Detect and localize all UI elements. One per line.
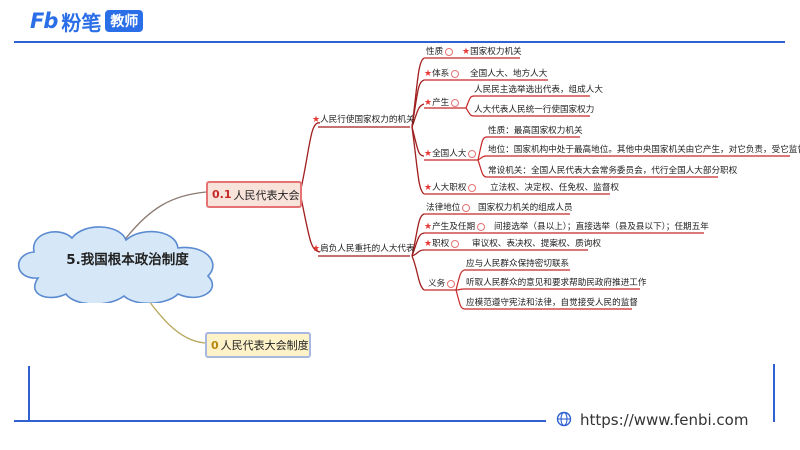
circle-icon bbox=[451, 98, 460, 107]
npc-key: ★全国人大 bbox=[424, 148, 478, 160]
npc-2: 地位：国家机构中处于最高地位。其他中央国家机关由它产生，对它负责，受它监督。 bbox=[488, 145, 800, 155]
central-title: 5.我国根本政治制度 bbox=[66, 252, 189, 268]
term-key: ★产生及任期 bbox=[424, 221, 487, 233]
connector-congress-branch-a bbox=[299, 122, 321, 194]
circle-icon bbox=[451, 69, 460, 78]
star-icon: ★ bbox=[312, 115, 321, 125]
system-value: 全国人大、地方人大 bbox=[470, 69, 548, 79]
node-system-label: 人民代表大会制度 bbox=[220, 339, 309, 352]
footer-left-rule bbox=[14, 420, 546, 422]
npc-1: 性质：最高国家权力机关 bbox=[488, 126, 583, 136]
nature-key: 性质 bbox=[426, 46, 455, 58]
legal-value: 国家权力机关的组成人员 bbox=[478, 203, 573, 213]
legal-key: 法律地位 bbox=[426, 202, 472, 214]
branch-a-label: ★人民行使国家权力的机关 bbox=[312, 115, 415, 125]
connector-congress-branch-b bbox=[299, 192, 321, 253]
circle-icon bbox=[468, 183, 477, 192]
node-congress[interactable]: 0.1 人民代表大会 bbox=[206, 181, 302, 208]
circle-icon bbox=[447, 279, 456, 288]
duty-1: 应与人民群众保持密切联系 bbox=[466, 259, 570, 269]
powers-key: ★人大职权 bbox=[424, 182, 478, 194]
star-icon: ★ bbox=[424, 98, 433, 108]
duty-key: 义务 bbox=[428, 278, 457, 290]
connector-central-congress bbox=[119, 191, 207, 247]
nature-value: ★国家权力机关 bbox=[462, 47, 522, 57]
star-icon: ★ bbox=[424, 239, 433, 249]
node-congress-label: 人民代表大会 bbox=[233, 188, 300, 202]
logo-mark: Fb bbox=[30, 9, 58, 33]
term-value: 间接选举（县以上）；直接选举（县及县以下）；任期五年 bbox=[494, 222, 709, 232]
duty-3: 应模范遵守宪法和法律，自觉接受人民的监督 bbox=[466, 298, 638, 308]
footer-url[interactable]: https://www.fenbi.com bbox=[580, 411, 749, 429]
branch-b-label: ★肩负人民重托的人大代表 bbox=[312, 244, 415, 254]
star-icon: ★ bbox=[424, 222, 433, 232]
circle-icon bbox=[477, 222, 486, 231]
star-icon: ★ bbox=[312, 244, 321, 254]
globe-icon bbox=[556, 411, 572, 427]
left-vertical-rule bbox=[28, 366, 30, 421]
right-vertical-rule bbox=[773, 364, 775, 422]
node-congress-num: 0.1 bbox=[212, 188, 232, 201]
origin-key: ★产生 bbox=[424, 97, 461, 109]
star-icon: ★ bbox=[424, 69, 433, 79]
npc-3: 常设机关：全国人民代表大会常务委员会，代行全国人大部分职权 bbox=[488, 166, 738, 176]
logo-tag: 教师 bbox=[105, 10, 144, 32]
origin-2: 人大代表人民统一行使国家权力 bbox=[474, 105, 595, 115]
origin-1: 人民民主选举选出代表，组成人大 bbox=[474, 85, 603, 95]
rights-key: ★职权 bbox=[424, 238, 461, 250]
circle-icon bbox=[462, 203, 471, 212]
circle-icon bbox=[468, 149, 477, 158]
star-icon: ★ bbox=[424, 183, 433, 193]
node-system[interactable]: 0 人民代表大会制度 bbox=[205, 332, 311, 358]
star-icon: ★ bbox=[424, 149, 433, 159]
node-system-num: 0 bbox=[211, 338, 219, 352]
header-rule bbox=[14, 41, 785, 43]
central-cloud-shape bbox=[17, 226, 214, 303]
fenbi-logo: Fb 粉笔 教师 bbox=[30, 8, 144, 35]
circle-icon bbox=[445, 47, 454, 56]
powers-value: 立法权、决定权、任免权、监督权 bbox=[490, 183, 619, 193]
circle-icon bbox=[451, 239, 460, 248]
rights-value: 审议权、表决权、提案权、质询权 bbox=[472, 239, 601, 249]
duty-2: 听取人民群众的意见和要求帮助民政府推进工作 bbox=[466, 278, 647, 288]
star-icon: ★ bbox=[462, 47, 471, 57]
system-key: ★体系 bbox=[424, 68, 461, 80]
logo-name: 粉笔 bbox=[61, 10, 102, 35]
